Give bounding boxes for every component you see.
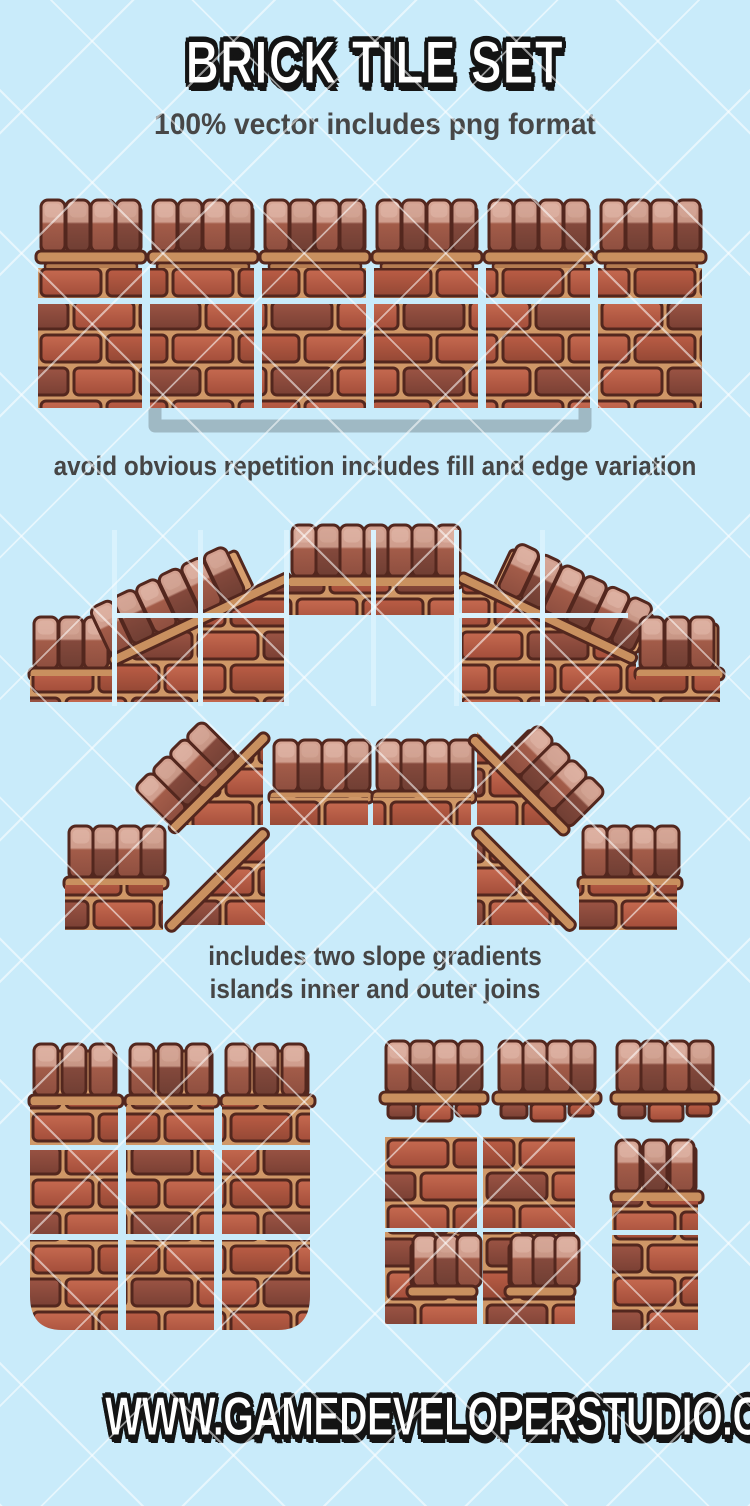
caption-slopes: includes two slope gradients islands inn… [38, 940, 713, 1006]
island-block-sprite [27, 1042, 317, 1330]
steep-slope-structure-sprite [62, 718, 684, 933]
tile-cut-bracket [148, 408, 592, 433]
caption-slopes-line1: includes two slope gradients [208, 941, 542, 971]
page-subtitle: 100% vector includes png format [154, 108, 596, 141]
caption-repetition: avoid obvious repetition includes fill a… [53, 451, 697, 481]
caption-slopes-line2: islands inner and outer joins [209, 974, 541, 1004]
fill-and-inner-join-tiles-sprite [385, 1137, 581, 1324]
gentle-slope-structure-sprite [27, 523, 726, 706]
pillar-column-sprite [609, 1138, 705, 1330]
edge-cap-strips-sprite [378, 1039, 721, 1123]
page-title: BRICK TILE SET [185, 29, 565, 97]
wall-tileset-strip-sprite [34, 198, 708, 408]
website-footer: WWW.GAMEDEVELOPERSTUDIO.COM [105, 1385, 750, 1448]
